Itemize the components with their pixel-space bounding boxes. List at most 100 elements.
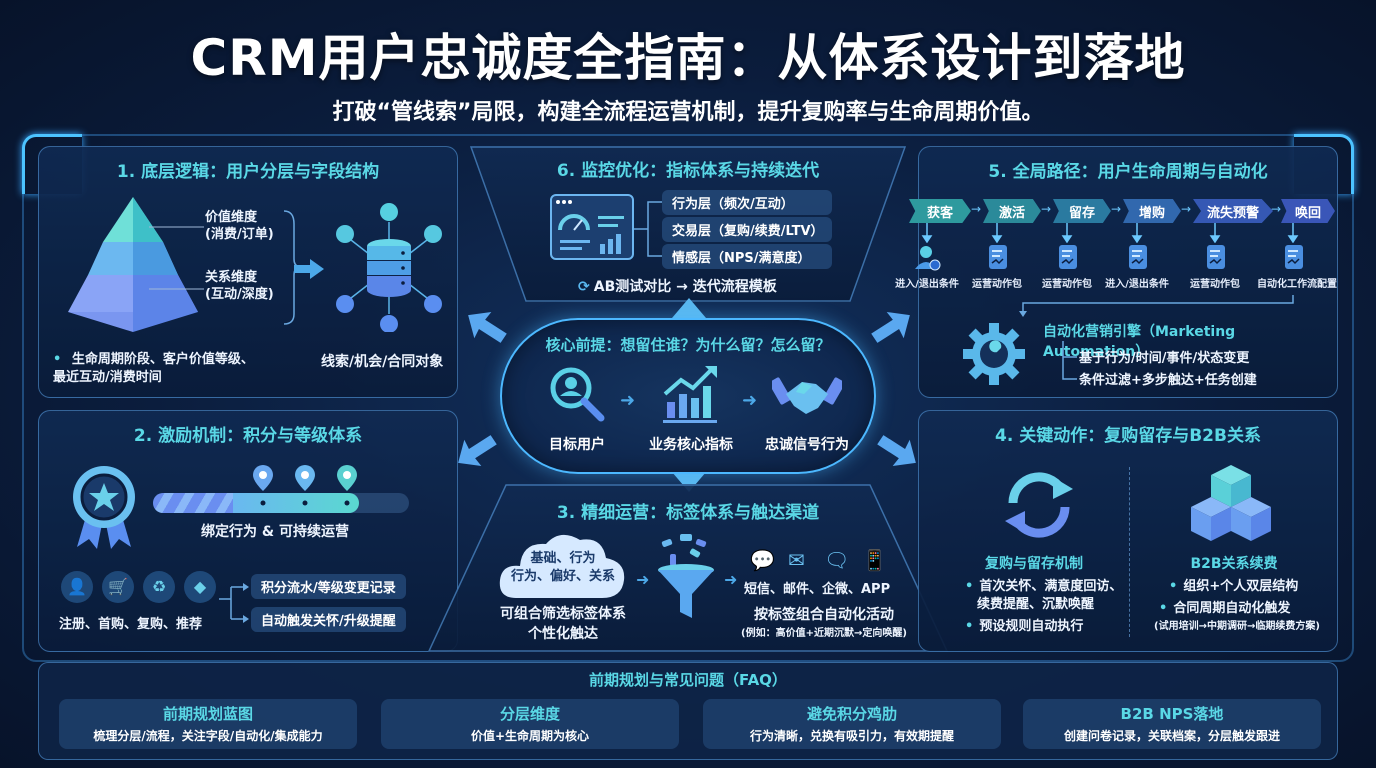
core-item-target-users: 目标用户 bbox=[522, 364, 632, 454]
retention-bullet: 首次关怀、满意度回访、 bbox=[965, 575, 1122, 594]
arrow-right-icon: ➜ bbox=[742, 390, 758, 411]
relation-dimension-label: 关系维度 (互动/深度) bbox=[205, 269, 274, 303]
core-item-label: 业务核心指标 bbox=[649, 437, 733, 453]
faq-card-heading: 前期规划蓝图 bbox=[162, 705, 253, 723]
campaign-example: (例如：高价值+近期沉默→定向唤醒) bbox=[741, 628, 907, 639]
user-settings-icon bbox=[915, 246, 941, 271]
iteration-text: AB测试对比 → 迭代流程模板 bbox=[593, 279, 777, 295]
page-subtitle: 打破“管线索”局限，构建全流程运营机制，提升复购率与生命周期价值。 bbox=[332, 100, 1044, 125]
panel-lifecycle-path: 5. 全局路径：用户生命周期与自动化 获客 → 激活 → 留存 → 增购 → 流… bbox=[895, 146, 1338, 398]
first-purchase-icon: 🛒 bbox=[102, 571, 134, 603]
arrow-up-right-icon bbox=[871, 312, 910, 343]
frame-corner-glow bbox=[22, 134, 82, 194]
iteration-line: ⟳AB测试对比 → 迭代流程模板 bbox=[578, 276, 777, 296]
gear-wrench-icon bbox=[963, 323, 1025, 385]
panel-fine-operations-content: 3. 精细运营：标签体系与触达渠道 基础、行为 行为、偏好、关系 可组合筛选标签… bbox=[428, 484, 948, 652]
layer-behavior: 行为层（频次/互动） bbox=[662, 190, 832, 215]
refresh-icon: ⟳ bbox=[578, 279, 590, 295]
stage-churn-warning: 流失预警 bbox=[1193, 199, 1273, 223]
value-dimension-label: 价值维度 (消费/订单) bbox=[205, 209, 274, 243]
cycle-arrows-icon bbox=[1005, 472, 1073, 538]
dashboard-icon bbox=[550, 194, 634, 260]
document-icon bbox=[1129, 245, 1147, 269]
repurchase-icon: ♻ bbox=[143, 571, 175, 603]
panel-key-actions: 4. 关键动作：复购留存与B2B关系 复购与留存机制 首次关怀、满意度回访、 续… bbox=[918, 410, 1338, 652]
panel-monitoring-content: 6. 监控优化：指标体系与持续迭代 行为层（频次/互动） 交易层（复购/续费/L… bbox=[470, 146, 906, 302]
core-title: 核心前提：想留住谁？为什么留？怎么留？ bbox=[545, 336, 831, 354]
progress-fill-gradient bbox=[233, 493, 359, 513]
output-auto-care: 自动触发关怀/升级提醒 bbox=[251, 607, 406, 632]
objects-label: 线索/机会/合同对象 bbox=[321, 354, 444, 370]
engine-branch-lines bbox=[1062, 341, 1077, 380]
faq-card-body: 行为清晰，兑换有吸引力，有效期提醒 bbox=[749, 729, 954, 743]
relation-dimension-name: 关系维度 bbox=[205, 270, 258, 285]
arrow-down-icon bbox=[672, 472, 706, 492]
workflow-return-line bbox=[1019, 295, 1294, 317]
frame-corner-glow bbox=[1294, 134, 1354, 194]
stage-acquire: 获客 bbox=[909, 199, 971, 223]
growth-chart-icon bbox=[663, 366, 717, 423]
tag-cloud-icon bbox=[499, 534, 625, 598]
retention-bullet: 预设规则自动执行 bbox=[965, 615, 1083, 634]
arrow-right-icon: ➜ bbox=[620, 390, 636, 411]
arrow-right-icon: → bbox=[1041, 202, 1052, 216]
core-item-business-metrics: 业务核心指标 bbox=[636, 364, 746, 454]
faq-section: 前期规划与常见问题（FAQ） 前期规划蓝图 梳理分层/流程，关注字段/自动化/集… bbox=[38, 662, 1338, 760]
core-item-label: 目标用户 bbox=[549, 437, 605, 453]
engine-point: 基于行为/时间/事件/状态变更 bbox=[1079, 351, 1250, 366]
fields-note-line1: 生命周期阶段、客户价值等级、 bbox=[71, 352, 254, 367]
faq-card-heading: 分层维度 bbox=[499, 705, 560, 723]
actions-label: 注册、首购、复购、推荐 bbox=[59, 617, 203, 632]
wecom-icon: 🗨 bbox=[824, 548, 850, 572]
fields-note: 生命周期阶段、客户价值等级、 最近互动/消费时间 bbox=[53, 351, 254, 387]
panel-title: 6. 监控优化：指标体系与持续迭代 bbox=[556, 161, 820, 181]
stage-sub-label: 运营动作包 bbox=[1190, 279, 1240, 290]
faq-card-body: 梳理分层/流程，关注字段/自动化/集成能力 bbox=[93, 729, 323, 743]
panel-title: 4. 关键动作：复购留存与B2B关系 bbox=[995, 426, 1261, 446]
tag-caption: 可组合筛选标签体系 个性化触达 bbox=[478, 604, 648, 644]
layer-emotion: 情感层（NPS/满意度） bbox=[662, 244, 832, 269]
panel-title: 2. 激励机制：积分与等级体系 bbox=[133, 426, 363, 446]
document-icon bbox=[1059, 245, 1077, 269]
value-dimension-name: 价值维度 bbox=[205, 210, 258, 225]
b2b-bullet: 组织+个人双层结构 bbox=[1169, 575, 1298, 594]
engine-title: 自动化营销引擎（Marketing Automation） bbox=[1043, 324, 1236, 360]
stage-sub-label: 运营动作包 bbox=[972, 279, 1022, 290]
relation-dimension-detail: (互动/深度) bbox=[205, 287, 274, 302]
stage-sub-label: 运营动作包 bbox=[1042, 279, 1092, 290]
arrow-down-right-icon bbox=[877, 435, 916, 466]
divider bbox=[1129, 467, 1130, 637]
panel-incentive: 2. 激励机制：积分与等级体系 绑定行为 & 可持续运营 👤 🛒 ♻ ◆ 注册、… bbox=[38, 410, 458, 652]
b2b-heading: B2B关系续费 bbox=[1190, 556, 1278, 572]
core-item-label: 忠诚信号行为 bbox=[765, 437, 849, 453]
app-phone-icon: 📱 bbox=[862, 548, 887, 572]
stage-winback: 唤回 bbox=[1281, 199, 1335, 223]
arrow-up-left-icon bbox=[468, 312, 507, 343]
arrow-right-icon: ➜ bbox=[636, 570, 650, 589]
search-user-icon bbox=[550, 367, 605, 422]
tag-cloud-text: 基础、行为 行为、偏好、关系 bbox=[498, 550, 628, 586]
panel-title: 1. 底层逻辑：用户分层与字段结构 bbox=[116, 162, 380, 182]
referral-diamond-icon: ◆ bbox=[184, 571, 216, 603]
panel-title: 3. 精细运营：标签体系与触达渠道 bbox=[556, 503, 820, 523]
arrow-down-left-icon bbox=[458, 435, 497, 466]
faq-title: 前期规划与常见问题（FAQ） bbox=[589, 671, 787, 689]
milestone-pins bbox=[253, 465, 357, 506]
retention-bullet-cont: 续费提醒、沉默唤醒 bbox=[977, 597, 1095, 612]
arrow-right-icon: → bbox=[1181, 202, 1192, 216]
connector-lines bbox=[149, 210, 299, 325]
arrow-right-icon: → bbox=[1271, 202, 1282, 216]
panel-monitoring-border bbox=[470, 146, 906, 302]
faq-card-b2b-nps: B2B NPS落地 创建问卷记录，关联档案，分层触发跟进 bbox=[1023, 699, 1321, 749]
sms-icon: 💬 bbox=[750, 548, 775, 572]
arrow-right-icon: ➜ bbox=[724, 570, 738, 589]
document-icon bbox=[989, 245, 1007, 269]
tag-caption-line: 可组合筛选标签体系 bbox=[500, 606, 626, 622]
engine-point: 条件过滤+多步触达+任务创建 bbox=[1079, 373, 1257, 388]
campaign-label: 按标签组合自动化活动 bbox=[754, 607, 894, 623]
stage-retain: 留存 bbox=[1053, 199, 1111, 223]
email-icon: ✉ bbox=[788, 548, 805, 572]
faq-card-heading: B2B NPS落地 bbox=[1120, 705, 1224, 723]
value-dimension-detail: (消费/订单) bbox=[205, 227, 274, 242]
stage-sub-label: 进入/退出条件 bbox=[1105, 279, 1169, 290]
